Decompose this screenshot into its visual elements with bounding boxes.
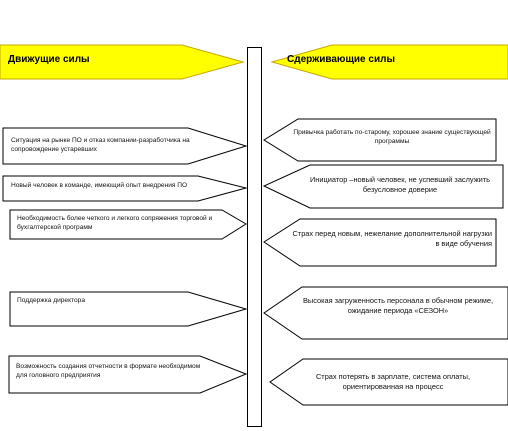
restraining-force-arrow [263,118,497,162]
driving-force-label: Новый человек в команде, имеющий опыт вн… [11,182,188,189]
driving-force-arrow [2,127,248,165]
restraining-force-arrow [263,218,497,267]
restraining-force-label: Инициатор –новый человек, не успевший за… [309,175,491,194]
restraining-forces-header: Сдерживающие силы [287,54,395,65]
restraining-header-arrow [270,44,508,80]
restraining-force-label: Страх потерять в зарплате, система оплат… [315,372,471,391]
driving-force-label: Необходимость более четкого и легкого со… [17,215,213,231]
driving-force-arrow [2,175,248,202]
center-post [247,47,262,427]
restraining-force-arrow [262,164,504,209]
restraining-force-arrow [269,358,508,406]
driving-header-arrow [0,44,245,80]
driving-force-arrow [8,355,248,394]
restraining-force-arrow [263,286,508,340]
driving-force-arrow [9,291,248,327]
driving-force-label: Возможность создания отчетности в формат… [16,363,201,379]
driving-force-label: Ситуация на рынке ПО и отказ компании-ра… [11,137,190,153]
driving-forces-header: Движущие силы [8,54,90,65]
restraining-force-label: Страх перед новым, нежелание дополнитель… [292,229,492,248]
restraining-force-label: Высокая загруженность персонала в обычно… [302,296,494,315]
restraining-force-label: Привычка работать по-старому, хорошее зн… [293,129,491,145]
driving-force-arrow [9,209,247,240]
driving-force-label: Поддержка директора [17,297,86,304]
